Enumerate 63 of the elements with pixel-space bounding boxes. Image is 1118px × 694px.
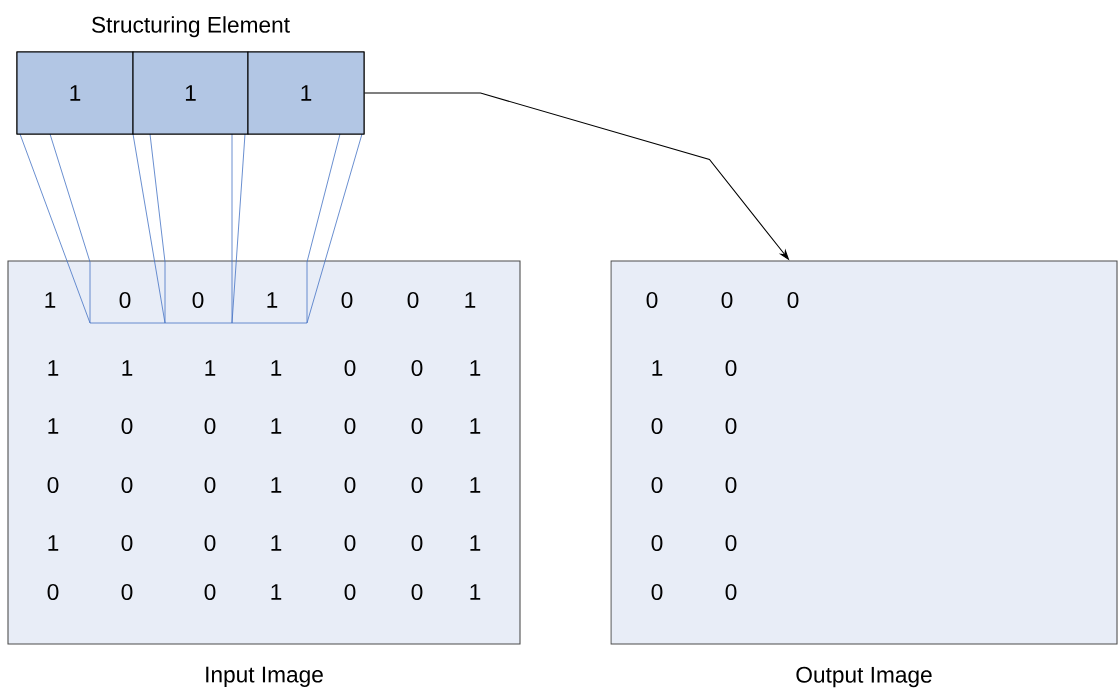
element-cell: 1 <box>16 51 134 135</box>
pixel-value: 0 <box>725 477 737 494</box>
pixel-value: 0 <box>121 418 133 435</box>
pixel-value: 0 <box>721 292 733 309</box>
image-box <box>610 260 1118 645</box>
pixel-value: 0 <box>204 477 216 494</box>
pixel-value: 0 <box>344 584 356 601</box>
pixel-value: 1 <box>271 584 282 600</box>
pixel-value: 0 <box>411 535 423 552</box>
pixel-value: 1 <box>652 360 663 376</box>
pixel-value: 1 <box>271 535 282 551</box>
pixel-value: 0 <box>651 477 663 494</box>
pixel-value: 0 <box>344 477 356 494</box>
pixel-value: 1 <box>48 360 59 376</box>
pixel-value: 1 <box>122 360 133 376</box>
pixel-value: 0 <box>341 292 353 309</box>
image-caption: Input Image <box>206 666 323 687</box>
pixel-value: 1 <box>470 477 481 493</box>
pixel-value: 0 <box>411 584 423 601</box>
pixel-value: 0 <box>411 477 423 494</box>
pixel-value: 0 <box>407 292 419 309</box>
image-caption: Output Image <box>796 666 932 688</box>
pixel-value: 0 <box>192 292 204 309</box>
pixel-value: 0 <box>725 535 737 552</box>
pixel-value: 0 <box>119 292 131 309</box>
pixel-value: 1 <box>470 535 481 551</box>
pixel-value: 0 <box>725 418 737 435</box>
pixel-value: 0 <box>204 584 216 601</box>
pixel-value: 0 <box>651 418 663 435</box>
pixel-value: 0 <box>411 360 423 377</box>
pixel-value: 1 <box>45 292 56 308</box>
pixel-value: 1 <box>470 584 481 600</box>
pixel-value: 0 <box>204 418 216 435</box>
pixel-value: 0 <box>47 584 59 601</box>
pixel-value: 1 <box>271 418 282 434</box>
pixel-value: 0 <box>344 360 356 377</box>
pixel-value: 0 <box>121 535 133 552</box>
heading: Structuring Element <box>92 16 290 38</box>
pixel-value: 1 <box>465 292 476 308</box>
pixel-value: 0 <box>651 584 663 601</box>
pixel-value: 1 <box>48 535 59 551</box>
pixel-value: 1 <box>205 360 216 376</box>
pixel-value: 1 <box>470 360 481 376</box>
pixel-value: 0 <box>725 584 737 601</box>
pixel-value: 1 <box>267 292 278 308</box>
pixel-value: 1 <box>470 418 481 434</box>
pixel-value: 0 <box>47 477 59 494</box>
pixel-value: 1 <box>271 360 282 376</box>
image-box <box>7 260 521 645</box>
pixel-value: 1 <box>48 418 59 434</box>
pixel-value: 0 <box>121 584 133 601</box>
pixel-value: 0 <box>787 292 799 309</box>
pixel-value: 0 <box>651 535 663 552</box>
pixel-value: 0 <box>344 535 356 552</box>
pixel-value: 0 <box>646 292 658 309</box>
pixel-value: 1 <box>271 477 282 493</box>
element-cell: 1 <box>247 51 365 135</box>
pixel-value: 0 <box>344 418 356 435</box>
pixel-value: 0 <box>204 535 216 552</box>
pixel-value: 0 <box>725 360 737 377</box>
pixel-value: 0 <box>121 477 133 494</box>
pixel-value: 0 <box>411 418 423 435</box>
element-cell: 1 <box>132 51 249 135</box>
